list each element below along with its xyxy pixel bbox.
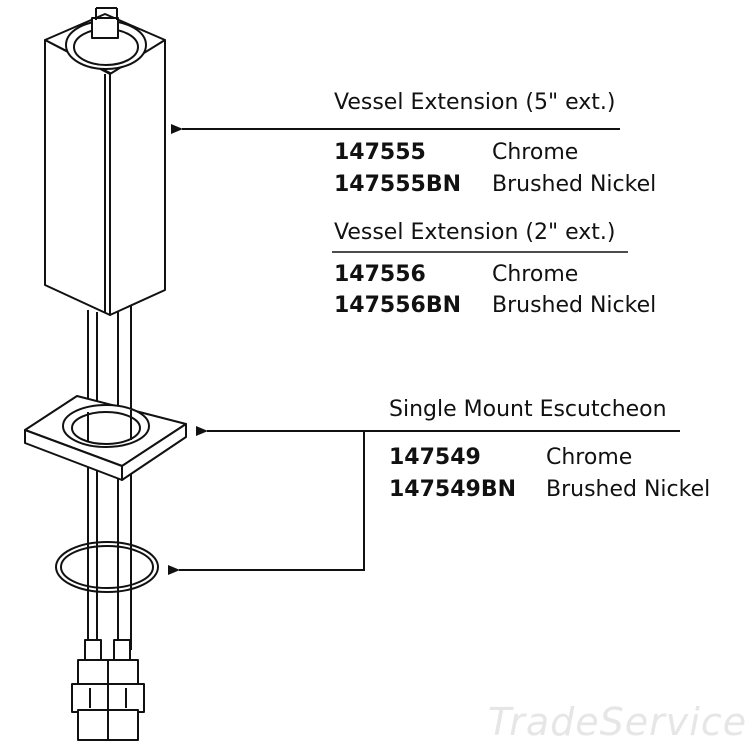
finish-chrome: Chrome	[546, 445, 633, 470]
leader-lines	[168, 124, 680, 575]
vessel-extension-body	[44, 7, 166, 316]
part-number-147555: 147555	[334, 140, 426, 165]
part-number-147555bn: 147555BN	[334, 172, 462, 197]
escutcheon-plate	[24, 395, 187, 481]
finish-chrome: Chrome	[492, 140, 579, 165]
finish-brushed-nickel: Brushed Nickel	[492, 172, 657, 197]
part-number-147556bn: 147556BN	[334, 293, 462, 318]
compression-fittings	[71, 639, 145, 741]
finish-chrome: Chrome	[492, 262, 579, 287]
o-ring	[55, 541, 159, 593]
vessel-extension-5in-title: Vessel Extension (5" ext.)	[334, 90, 616, 115]
finish-brushed-nickel: Brushed Nickel	[492, 293, 657, 318]
part-number-147549bn: 147549BN	[389, 477, 517, 502]
escutcheon-title: Single Mount Escutcheon	[389, 397, 667, 422]
part-number-147549: 147549	[389, 445, 481, 470]
finish-brushed-nickel: Brushed Nickel	[546, 477, 711, 502]
o-ring-leader	[168, 431, 365, 575]
supply-tubes	[87, 305, 132, 650]
watermark: TradeService	[488, 700, 748, 744]
faucet-assembly-drawing	[24, 7, 187, 741]
part-number-147556: 147556	[334, 262, 426, 287]
vessel-extension-2in-title: Vessel Extension (2" ext.)	[334, 220, 616, 245]
